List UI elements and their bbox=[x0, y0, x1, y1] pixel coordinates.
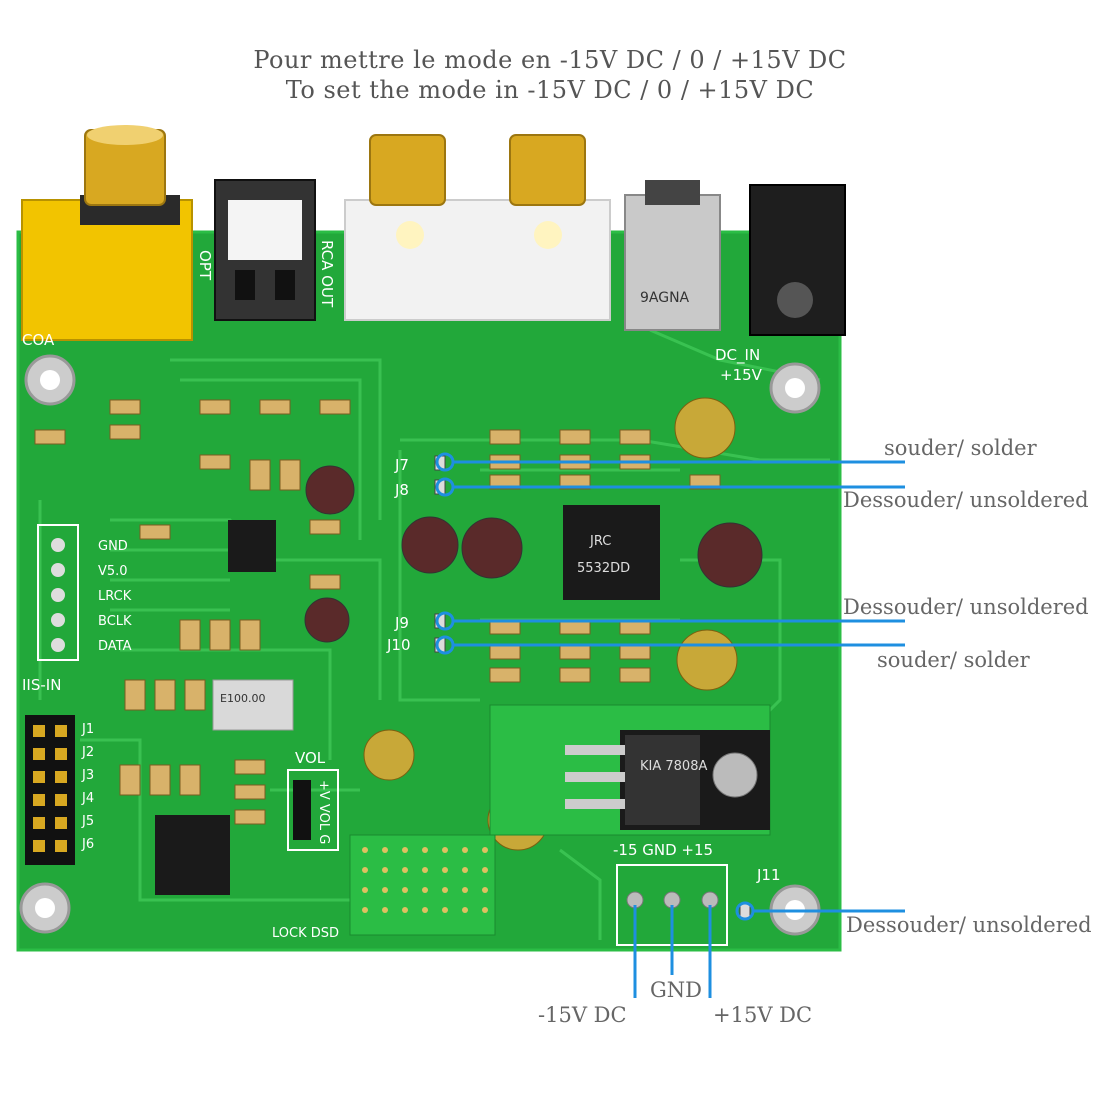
j11-annotation: Dessouder/ unsoldered bbox=[846, 913, 1092, 937]
iis-pin-lrck: LRCK bbox=[98, 589, 132, 604]
logic-chip bbox=[155, 815, 230, 895]
power-terminal bbox=[616, 864, 728, 946]
dac-chip bbox=[228, 520, 276, 572]
j5-label: J5 bbox=[81, 814, 94, 829]
dc-in-label: DC_IN bbox=[715, 346, 760, 365]
j3-label: J3 bbox=[81, 768, 94, 783]
iis-pin-gnd: GND bbox=[98, 539, 128, 554]
minus15-annotation: -15V DC bbox=[538, 1003, 627, 1027]
coax-connector bbox=[21, 125, 193, 341]
j9-label: J9 bbox=[394, 614, 409, 632]
regulator-area: KIA 7808A bbox=[489, 704, 771, 836]
gnd-annotation: GND bbox=[650, 978, 702, 1002]
plus15-annotation: +15V DC bbox=[713, 1003, 813, 1027]
j6-label: J6 bbox=[81, 837, 94, 852]
regulator-marking: KIA 7808A bbox=[640, 759, 707, 774]
j1-label: J1 bbox=[81, 722, 94, 737]
oscillator: E100.00 bbox=[212, 679, 294, 731]
oscillator-marking: E100.00 bbox=[220, 692, 265, 705]
iis-in-label: IIS-IN bbox=[22, 676, 61, 694]
coa-label: COA bbox=[22, 331, 55, 349]
j7-annotation: souder/ solder bbox=[884, 436, 1037, 460]
vol-switch-label: +V VOL G bbox=[316, 780, 331, 844]
j10-label: J10 bbox=[386, 636, 411, 654]
j2-label: J2 bbox=[81, 745, 94, 760]
iis-pin-bclk: BCLK bbox=[98, 614, 132, 629]
opt-label: OPT bbox=[196, 250, 214, 281]
j8-annotation: Dessouder/ unsoldered bbox=[843, 488, 1089, 512]
leds-label: LOCK DSD bbox=[272, 926, 339, 941]
smd-components bbox=[34, 399, 721, 825]
vol-label: VOL bbox=[295, 749, 326, 767]
title-line-english: To set the mode in -15V DC / 0 / +15V DC bbox=[285, 76, 815, 104]
j11-label: J11 bbox=[756, 866, 781, 884]
j9-annotation: Dessouder/ unsoldered bbox=[843, 595, 1089, 619]
j10-annotation: souder/ solder bbox=[877, 648, 1030, 672]
opamp-model: 5532DD bbox=[577, 561, 630, 576]
title-line-french: Pour mettre le mode en -15V DC / 0 / +15… bbox=[253, 46, 847, 74]
j8-label: J8 bbox=[394, 481, 409, 499]
prototype-area bbox=[349, 834, 496, 936]
usb-marking: 9AGNA bbox=[640, 290, 690, 306]
mounting-holes bbox=[19, 354, 821, 936]
optical-connector bbox=[214, 179, 316, 321]
opamp-chip: JRC 5532DD bbox=[563, 505, 660, 600]
iis-pin-data: DATA bbox=[98, 639, 132, 654]
rca-out-label: RCA OUT bbox=[318, 240, 336, 308]
iis-in-header bbox=[37, 524, 79, 661]
rca-out-connector bbox=[344, 134, 611, 321]
vol-switch-frame bbox=[287, 769, 339, 851]
power-pins-label: -15 GND +15 bbox=[613, 841, 713, 859]
opamp-brand: JRC bbox=[589, 534, 611, 549]
callout-lines bbox=[435, 452, 905, 998]
j1-j6-header bbox=[25, 715, 75, 865]
usb-connector: 9AGNA bbox=[624, 180, 721, 331]
j7-label: J7 bbox=[394, 456, 409, 474]
dc-jack bbox=[749, 184, 846, 336]
j4-label: J4 bbox=[81, 791, 94, 806]
plus15v-label: +15V bbox=[720, 366, 763, 384]
vol-switch bbox=[293, 780, 311, 840]
iis-pin-v5: V5.0 bbox=[98, 564, 128, 579]
